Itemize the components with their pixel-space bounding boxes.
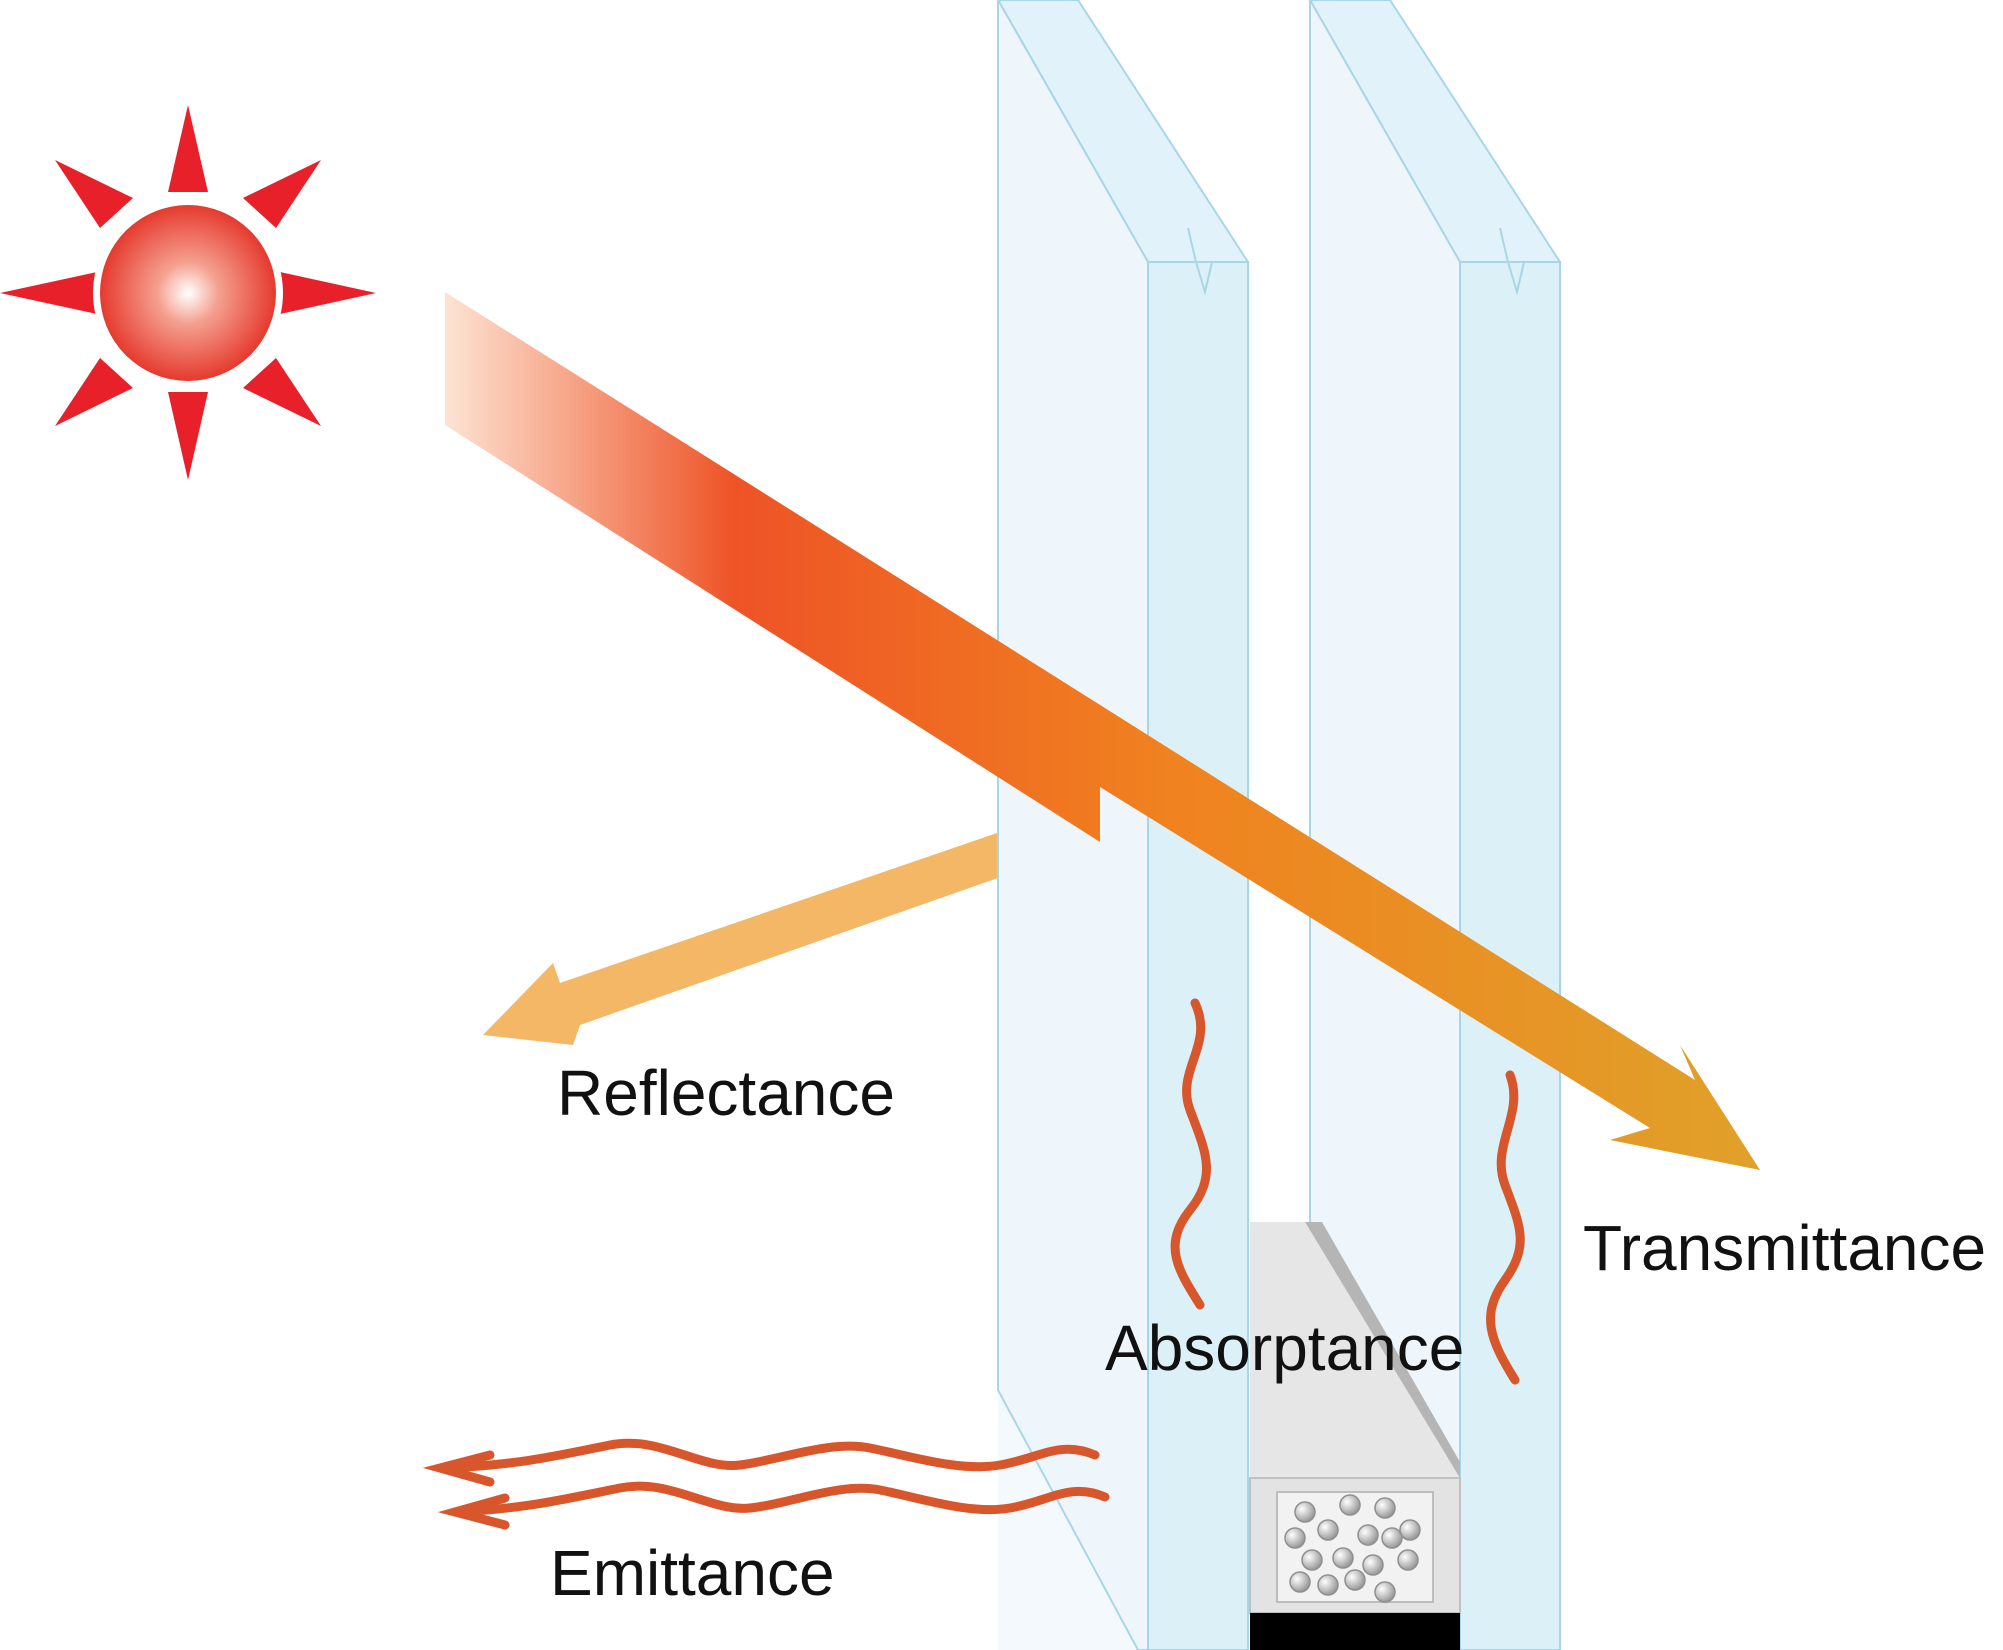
emittance-waves <box>422 1438 1110 1530</box>
outer-pane-heat-wave <box>1170 998 1211 1310</box>
absorbed-heat-waves <box>1170 998 1525 1385</box>
outer-glass-pane <box>996 0 1250 1650</box>
absorptance-label: Absorptance <box>1105 1312 1464 1384</box>
sun-icon <box>0 105 376 480</box>
reflectance-label: Reflectance <box>557 1057 895 1129</box>
transmittance-label: Transmittance <box>1583 1212 1986 1284</box>
reflected-arrow <box>483 808 1100 1045</box>
emittance-label: Emittance <box>550 1537 835 1609</box>
inner-glass-pane <box>1308 0 1562 1650</box>
sun-rays <box>0 105 376 480</box>
inner-pane-heat-wave <box>1486 1070 1525 1385</box>
edge-seal <box>1250 1613 1460 1650</box>
desiccant-beads-icon <box>1284 1494 1421 1603</box>
sun-disc <box>100 205 276 381</box>
spacer-bar <box>1249 1222 1461 1650</box>
solar-beam-arrow <box>445 292 1760 1170</box>
